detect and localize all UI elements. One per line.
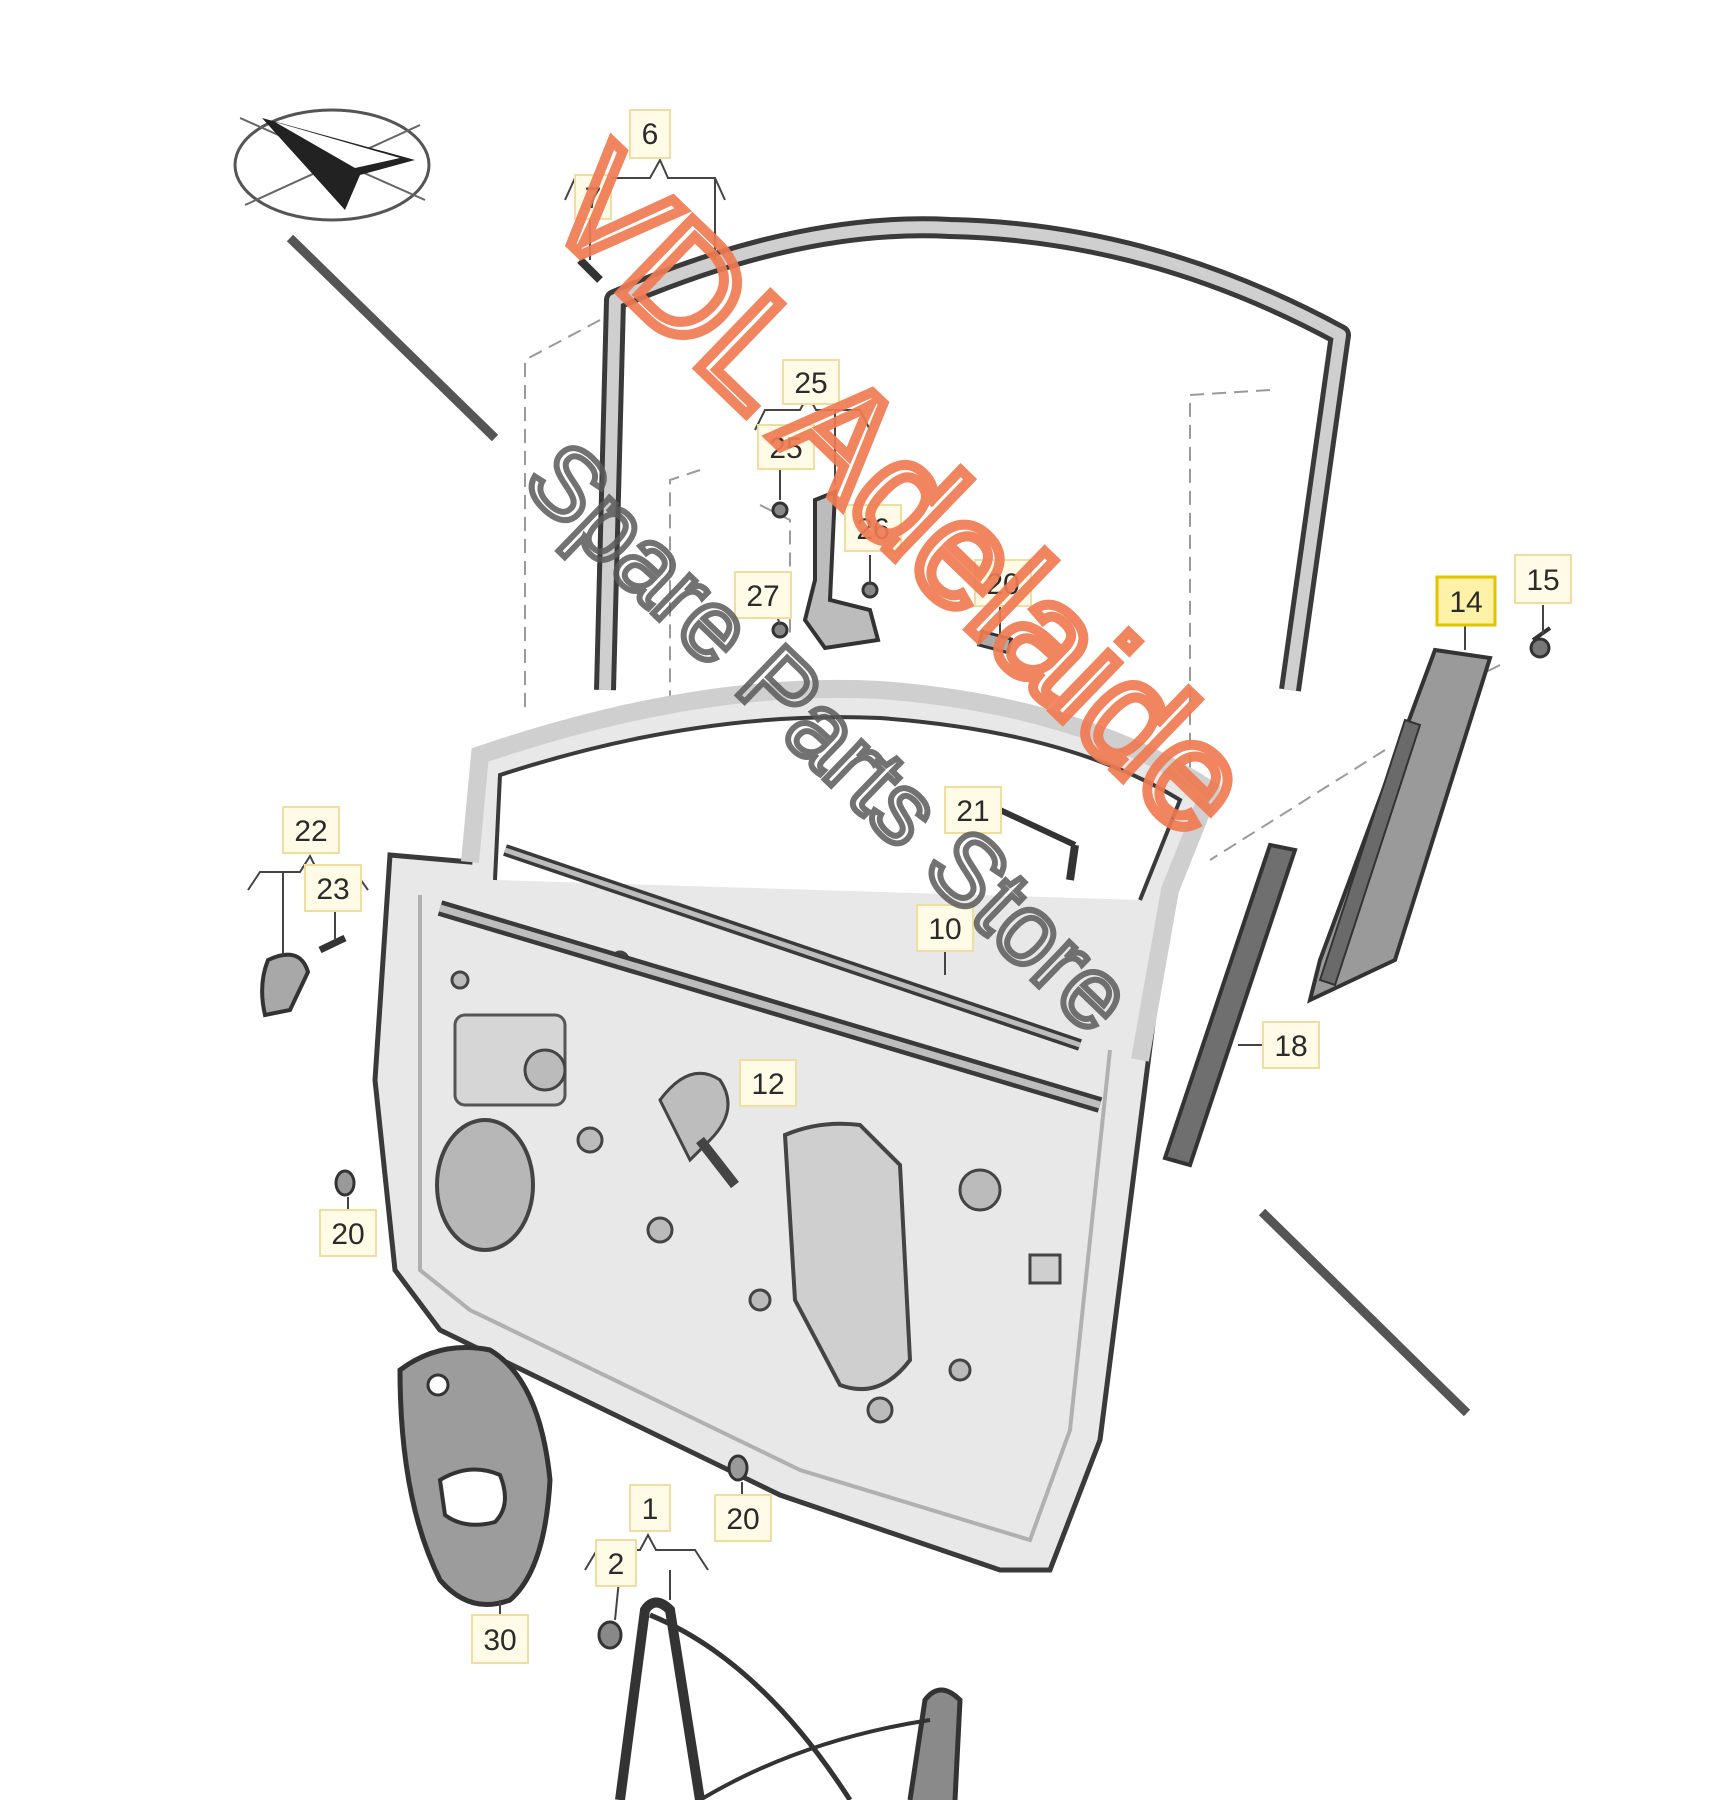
svg-text:15: 15 xyxy=(1526,564,1559,597)
svg-text:30: 30 xyxy=(483,1624,516,1657)
svg-text:12: 12 xyxy=(751,1068,784,1101)
callout-20c: 20 xyxy=(714,1494,772,1542)
svg-text:18: 18 xyxy=(1274,1030,1307,1063)
svg-text:26: 26 xyxy=(856,513,889,546)
svg-text:22: 22 xyxy=(294,815,327,848)
callout-15: 15 xyxy=(1514,554,1572,604)
part-30-cover xyxy=(397,1345,553,1607)
callout-labels: 6 7 25 25 26 27 20 14 15 21 10 22 23 12 … xyxy=(282,109,1572,1664)
svg-text:23: 23 xyxy=(316,873,349,906)
callout-26: 26 xyxy=(844,504,902,552)
svg-text:25: 25 xyxy=(794,367,827,400)
callout-14: 14 xyxy=(1435,575,1497,627)
callout-20b: 20 xyxy=(319,1209,377,1257)
svg-text:1: 1 xyxy=(642,1493,659,1526)
svg-text:21: 21 xyxy=(956,795,989,828)
callout-20a: 20 xyxy=(974,559,1032,607)
part-22-end-cap xyxy=(260,934,347,1018)
part-18-seal-strip xyxy=(1162,842,1298,1168)
svg-text:20: 20 xyxy=(986,568,1019,601)
callout-2: 2 xyxy=(595,1539,637,1587)
part-1-window-regulator xyxy=(597,1597,963,1800)
callout-12: 12 xyxy=(739,1059,797,1107)
callout-30: 30 xyxy=(471,1614,529,1664)
callout-1: 1 xyxy=(629,1484,671,1532)
callout-10: 10 xyxy=(916,904,974,952)
svg-text:20: 20 xyxy=(726,1503,759,1536)
callout-7: 7 xyxy=(574,174,612,220)
svg-text:2: 2 xyxy=(608,1548,625,1581)
direction-arrow-icon xyxy=(233,108,431,222)
part-21-guide xyxy=(998,807,1079,881)
svg-text:10: 10 xyxy=(928,913,961,946)
svg-text:7: 7 xyxy=(585,182,602,215)
callout-25b: 25 xyxy=(757,424,815,470)
callout-6: 6 xyxy=(629,109,671,159)
callout-21: 21 xyxy=(944,786,1002,834)
svg-text:6: 6 xyxy=(642,118,659,151)
mirror-bracket xyxy=(771,488,1014,655)
part-15-clip xyxy=(1529,626,1552,659)
door-shell xyxy=(372,679,1222,1573)
callout-27: 27 xyxy=(734,571,792,619)
svg-text:20: 20 xyxy=(331,1218,364,1251)
part-14-trim-strip xyxy=(1307,647,1493,1004)
callout-25a: 25 xyxy=(782,359,840,405)
svg-text:14: 14 xyxy=(1449,586,1482,619)
callout-18: 18 xyxy=(1262,1021,1320,1069)
cut-line-top xyxy=(286,234,499,442)
part-20-grommets xyxy=(334,1169,749,1482)
window-frame-seal xyxy=(577,216,1351,692)
callout-22: 22 xyxy=(282,806,340,854)
cut-line-bottom xyxy=(1258,1208,1471,1417)
svg-text:27: 27 xyxy=(746,580,779,613)
callout-23: 23 xyxy=(304,864,362,912)
svg-text:25: 25 xyxy=(769,432,802,465)
